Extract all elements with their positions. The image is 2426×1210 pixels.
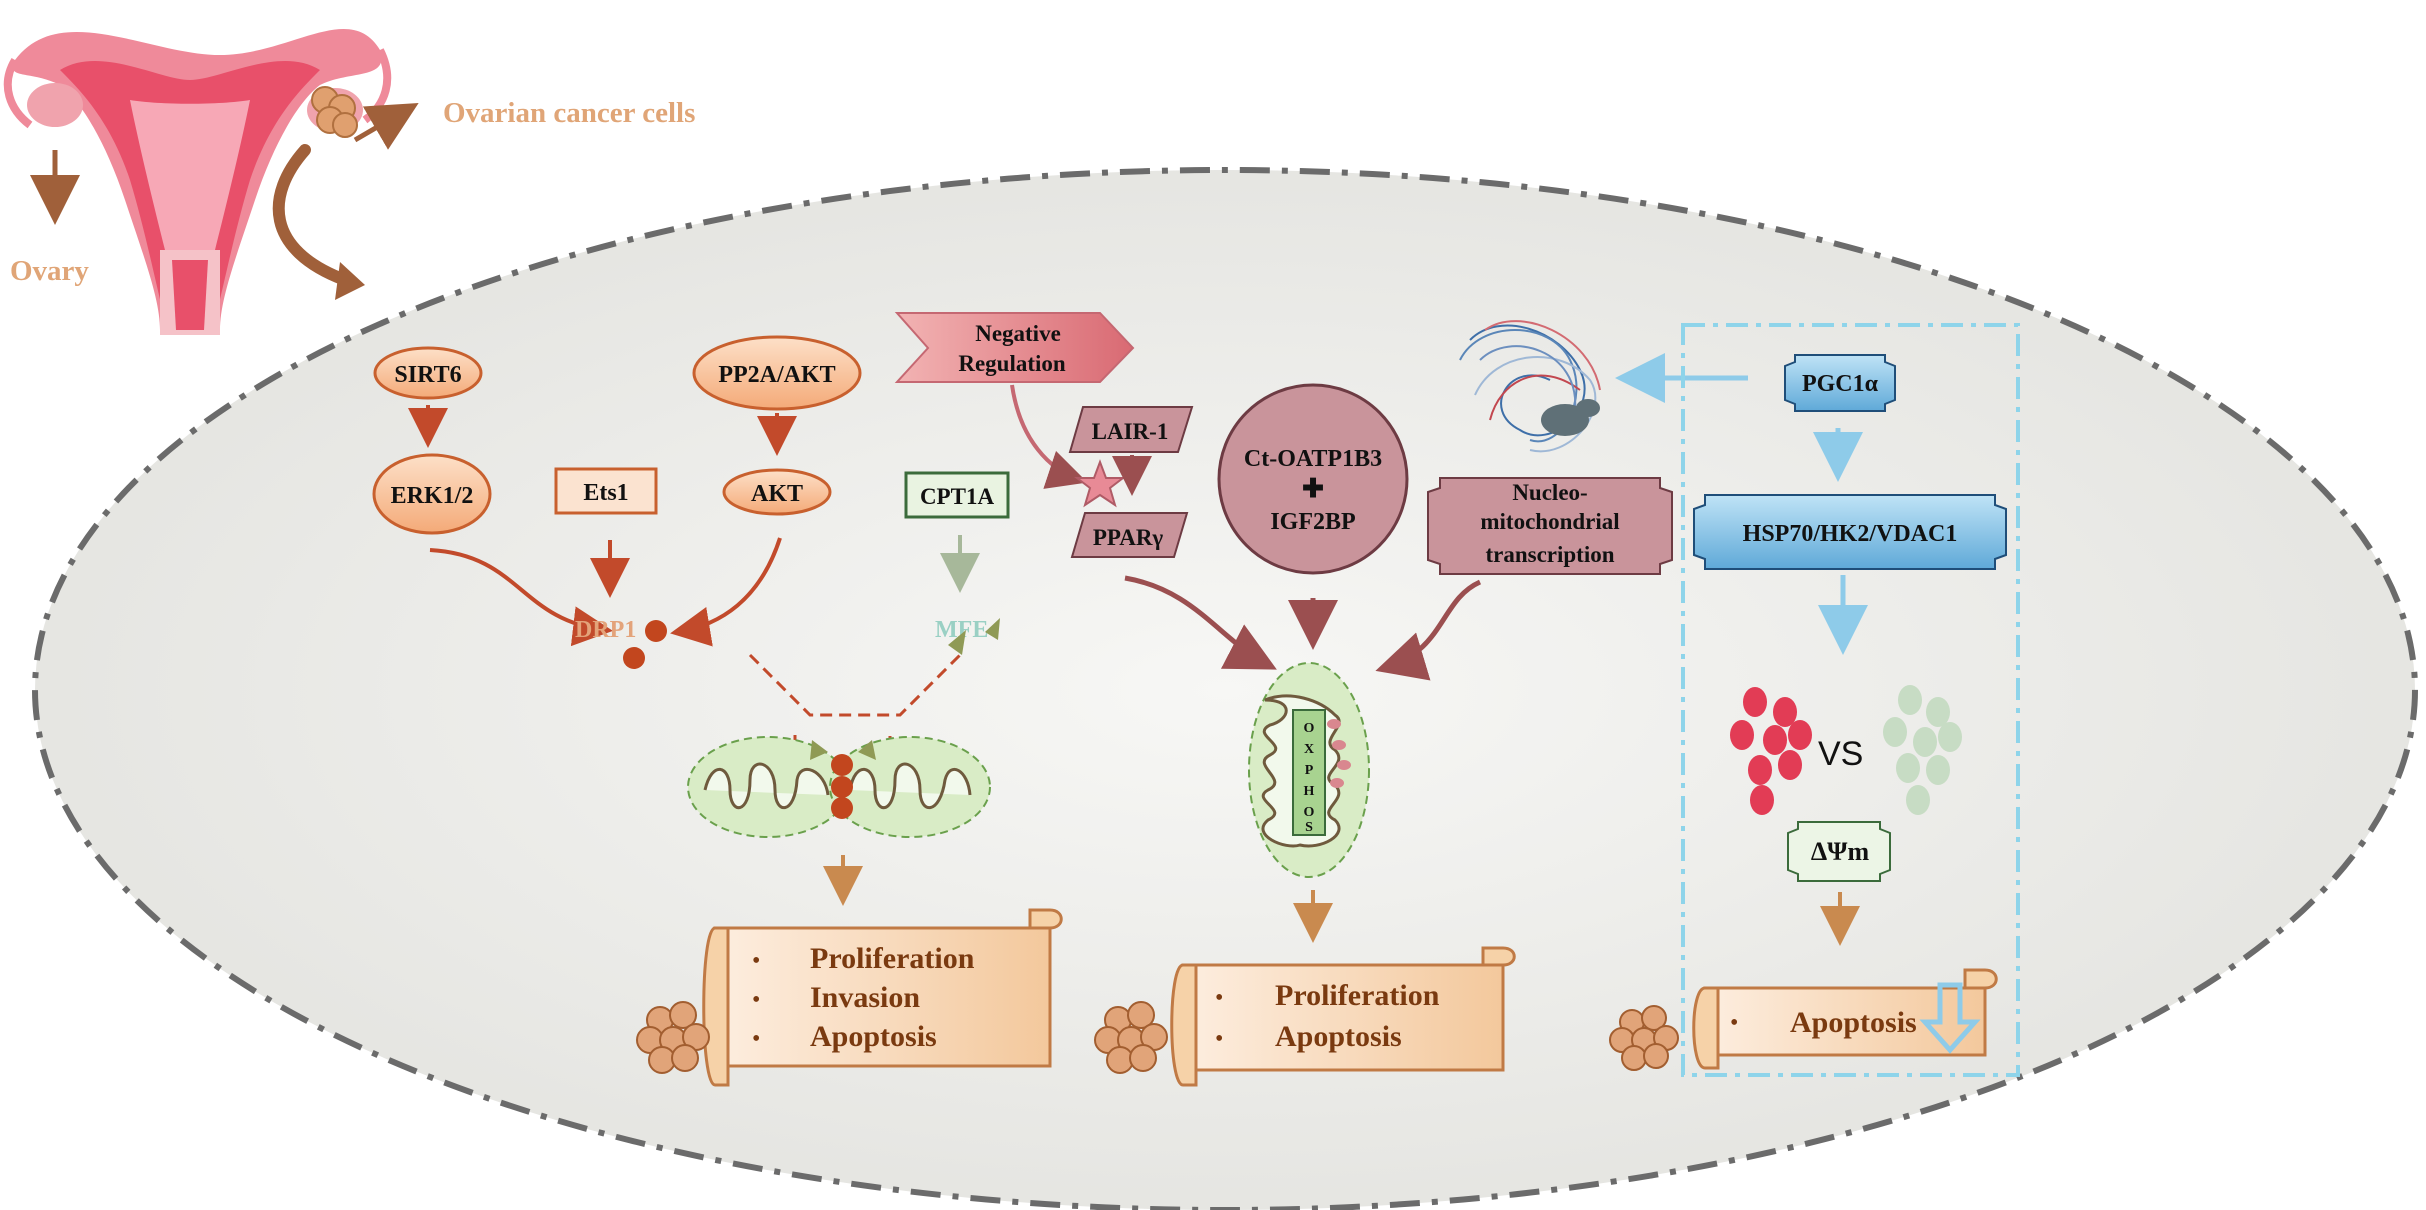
oxphos-letter: X xyxy=(1304,742,1314,757)
cancer-cell-cluster-icon xyxy=(1094,1001,1168,1074)
svg-text:•: • xyxy=(1730,1010,1738,1036)
sirt6-label: SIRT6 xyxy=(394,362,461,388)
cancer-cell-cluster-icon xyxy=(1609,1005,1679,1071)
drp1-dot xyxy=(623,647,645,669)
oxphos-letter: H xyxy=(1304,784,1315,799)
neg-reg-arrow xyxy=(1010,384,1088,489)
delta-psi-label: ΔΨm xyxy=(1811,837,1870,866)
drp1-label: DRP1 xyxy=(575,617,636,643)
ets1-node xyxy=(554,467,658,515)
mfe-triangle xyxy=(985,618,1000,640)
ovary-label: Ovary xyxy=(10,255,89,287)
nucleo-label-3: transcription xyxy=(1485,542,1614,567)
akt-label: AKT xyxy=(751,481,803,507)
svg-text:•: • xyxy=(1215,1026,1223,1052)
ppar-node xyxy=(1070,512,1189,558)
erk-to-drp1-arrow xyxy=(429,548,613,647)
pgc1a-panel xyxy=(1681,323,2020,1077)
lair1-label: LAIR-1 xyxy=(1092,419,1169,444)
red-particles-icon xyxy=(1730,687,1812,815)
ct-oatp-node xyxy=(1217,383,1409,575)
neg-reg-label-1: Negative xyxy=(975,321,1061,346)
mitochondrion-oxphos-icon xyxy=(1248,662,1370,878)
nucleo-label-1: Nucleo- xyxy=(1512,480,1587,505)
oxphos-letter: P xyxy=(1305,763,1314,778)
lair1-node xyxy=(1068,406,1194,453)
nucleo-transcription-node xyxy=(1427,477,1673,575)
outcome-scroll-middle xyxy=(1170,946,1516,1087)
plus-icon: ✚ xyxy=(1302,474,1324,503)
pgc1a-node xyxy=(1784,354,1896,412)
ppar-to-mito-arrow xyxy=(1124,575,1277,670)
cpt1a-label: CPT1A xyxy=(920,484,995,509)
cancer-cells-arrow xyxy=(353,102,419,150)
pp2a-node xyxy=(692,335,862,411)
pp2a-label: PP2A/AKT xyxy=(718,362,835,388)
oxphos-letter: O xyxy=(1304,721,1315,736)
outcome-left-1: Proliferation xyxy=(810,942,975,975)
neg-reg-label-2: Regulation xyxy=(958,351,1066,376)
cancer-cell-cluster-icon xyxy=(636,1001,710,1074)
dna-tangle-icon xyxy=(1459,320,1601,453)
erk-label: ERK1/2 xyxy=(391,483,474,509)
oxphos-letter: O xyxy=(1304,805,1315,820)
akt-node xyxy=(722,468,832,516)
pgc1a-label: PGC1α xyxy=(1802,371,1879,397)
erk-node xyxy=(372,453,492,535)
cell-ellipse xyxy=(32,167,2418,1210)
svg-text:•: • xyxy=(752,1026,760,1052)
mitochondria-left-icon xyxy=(687,736,991,838)
ct-oatp-label-1: Ct-OATP1B3 xyxy=(1244,446,1382,472)
curved-cell-arrow xyxy=(272,144,351,286)
ovarian-cancer-cells-label: Ovarian cancer cells xyxy=(443,97,695,129)
svg-text:•: • xyxy=(1215,985,1223,1011)
outcome-right-1: Apoptosis xyxy=(1790,1006,1917,1039)
ppar-label: PPARγ xyxy=(1093,525,1164,550)
mfe-triangle xyxy=(948,630,966,655)
outcome-left-2: Invasion xyxy=(810,981,920,1014)
akt-to-drp1-arrow xyxy=(670,537,782,647)
vs-label: VS xyxy=(1818,735,1863,773)
svg-text:•: • xyxy=(752,987,760,1013)
ets1-label: Ets1 xyxy=(583,480,628,506)
oxphos-letter: S xyxy=(1305,820,1313,835)
outcome-scroll-left xyxy=(702,908,1063,1087)
down-arrow-icon xyxy=(1919,982,1981,1054)
outcome-middle-1: Proliferation xyxy=(1275,979,1440,1012)
negative-regulation-shape xyxy=(894,312,1135,383)
outcome-middle-2: Apoptosis xyxy=(1275,1020,1402,1053)
hsp70-label: HSP70/HK2/VDAC1 xyxy=(1743,521,1958,547)
green-particles-icon xyxy=(1883,685,1962,815)
svg-text:•: • xyxy=(752,948,760,974)
delta-psi-node xyxy=(1787,821,1891,882)
ct-oatp-label-2: IGF2BP xyxy=(1270,509,1355,535)
outcome-left-3: Apoptosis xyxy=(810,1020,937,1053)
uterus-icon xyxy=(3,29,392,335)
cpt1a-node xyxy=(904,471,1010,519)
hsp70-node xyxy=(1693,494,2007,570)
nucleo-label-2: mitochondrial xyxy=(1480,509,1619,534)
nucleo-to-mito-arrow xyxy=(1375,579,1482,681)
sirt6-node xyxy=(373,346,483,400)
drp1-dot xyxy=(645,620,667,642)
